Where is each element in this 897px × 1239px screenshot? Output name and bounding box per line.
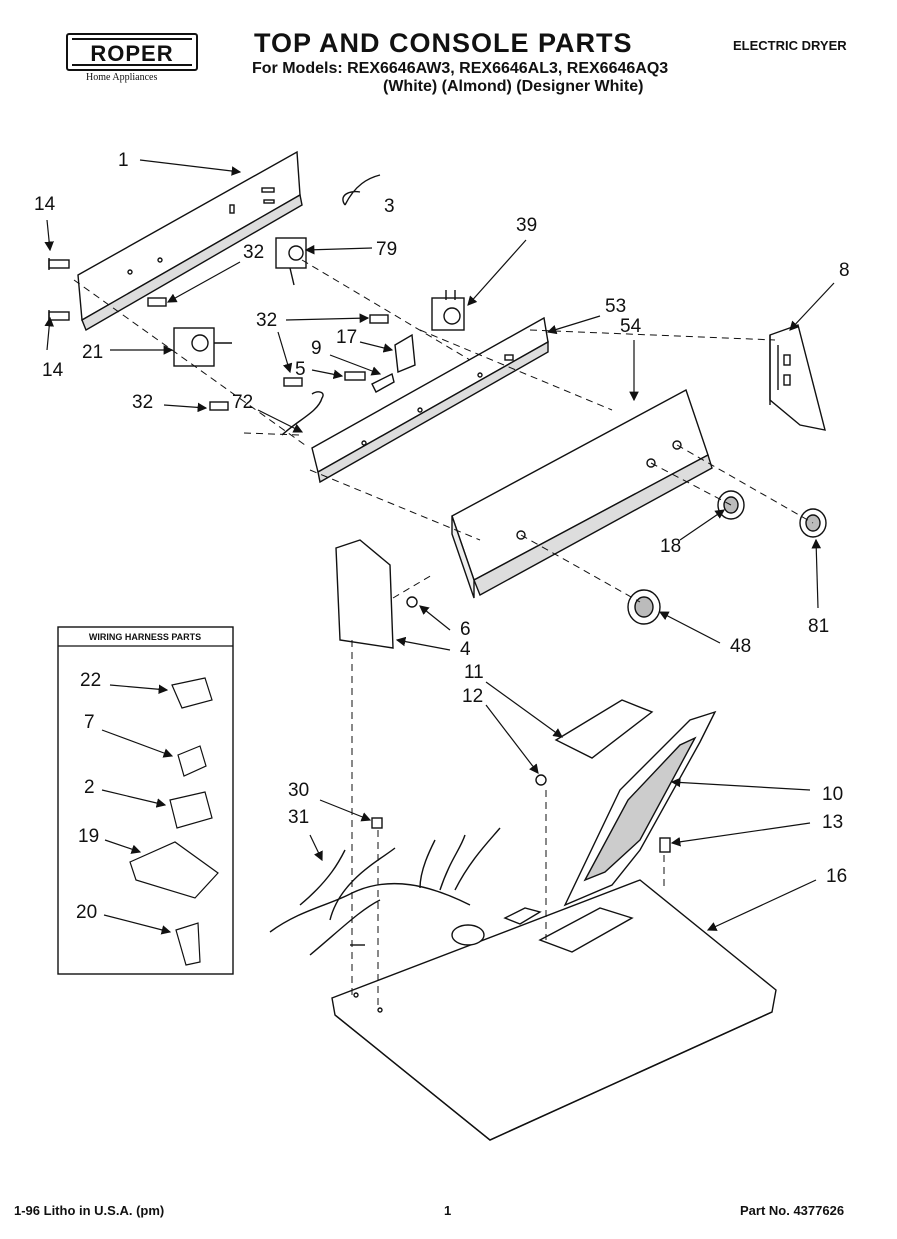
roper-logo: ROPER	[66, 33, 198, 71]
logo-bar-bottom	[72, 64, 192, 66]
assembly-lines	[73, 259, 814, 1010]
logo-text: ROPER	[90, 41, 174, 66]
footer-page-number: 1	[444, 1203, 452, 1218]
part-19-connector	[129, 841, 219, 899]
part-39-switch	[431, 290, 465, 331]
part-79-switch	[275, 237, 307, 286]
callout-6: 6	[460, 619, 471, 640]
part-2-connector	[169, 791, 213, 829]
callout-72: 72	[232, 392, 253, 413]
part-6-screw	[406, 596, 418, 608]
callout-3: 3	[384, 196, 395, 217]
callout-30: 30	[288, 780, 309, 801]
part-5-screw	[344, 371, 366, 381]
screw-14-upper	[48, 258, 70, 270]
part-21-timer	[173, 327, 232, 367]
part-54-console	[451, 388, 713, 599]
wire-3	[342, 174, 381, 206]
callout-2: 2	[84, 777, 95, 798]
part-8-end-cap	[769, 324, 826, 431]
callout-53: 53	[605, 296, 626, 317]
screw-32-c	[283, 377, 303, 387]
part-7-connector	[177, 745, 207, 777]
harness-box-frame	[57, 626, 234, 975]
callout-5: 5	[295, 359, 306, 380]
footer-litho: 1-96 Litho in U.S.A. (pm)	[14, 1203, 165, 1218]
part-4-end-cap	[335, 539, 394, 649]
callout-32-c: 32	[132, 392, 153, 413]
leader-arrows	[44, 159, 835, 935]
callout-12: 12	[462, 686, 483, 707]
callout-1: 1	[118, 150, 129, 171]
logo-bar-top	[72, 38, 192, 40]
callout-21: 21	[82, 342, 103, 363]
harness-box-title: WIRING HARNESS PARTS	[89, 632, 201, 642]
callout-20: 20	[76, 902, 97, 923]
callout-9: 9	[311, 338, 322, 359]
callout-16: 16	[826, 866, 847, 887]
callout-32-a: 32	[243, 242, 264, 263]
callout-11: 11	[464, 662, 484, 683]
screw-32-b	[369, 314, 389, 324]
callout-8: 8	[839, 260, 850, 281]
callout-17: 17	[336, 327, 357, 348]
part-20-connector	[175, 922, 201, 966]
screw-14-lower	[48, 310, 70, 322]
callout-32-b: 32	[256, 310, 277, 331]
callout-39: 39	[516, 215, 537, 236]
callout-14-lower: 14	[42, 360, 64, 381]
callout-31: 31	[288, 807, 309, 828]
part-16-top	[331, 879, 777, 1141]
callout-19: 19	[78, 826, 99, 847]
callout-13: 13	[822, 812, 843, 833]
models-line: For Models: REX6646AW3, REX6646AL3, REX6…	[252, 60, 669, 77]
part-13-screw	[659, 837, 671, 853]
wire-72	[281, 391, 324, 436]
part-17-bracket	[394, 333, 416, 374]
callout-54: 54	[620, 316, 642, 337]
callout-14-upper: 14	[34, 194, 56, 215]
part-12-screw	[535, 774, 547, 786]
callout-81: 81	[808, 616, 829, 637]
part-22-connector	[171, 677, 213, 709]
callout-79: 79	[376, 239, 397, 260]
part-53-panel	[311, 316, 549, 484]
screw-32-d	[209, 401, 229, 411]
screw-32-a	[147, 297, 167, 307]
callout-4: 4	[460, 639, 471, 660]
callout-18: 18	[660, 536, 681, 557]
page-title: TOP AND CONSOLE PARTS	[254, 28, 633, 58]
callout-22: 22	[80, 670, 101, 691]
callout-48: 48	[730, 636, 751, 657]
callout-7: 7	[84, 712, 95, 733]
part-11-filter	[554, 699, 654, 759]
appliance-type: ELECTRIC DRYER	[733, 38, 847, 53]
callout-10: 10	[822, 784, 843, 805]
part-48-knob	[627, 589, 661, 625]
footer-part-number: Part No. 4377626	[740, 1203, 845, 1218]
rear-bracket-part	[77, 150, 303, 332]
part-30-clip	[371, 817, 383, 829]
brand-subtitle: Home Appliances	[86, 72, 158, 83]
part-9-clip	[371, 372, 395, 393]
colors-line: (White) (Almond) (Designer White)	[383, 78, 644, 95]
part-10-lint-screen	[563, 710, 717, 907]
